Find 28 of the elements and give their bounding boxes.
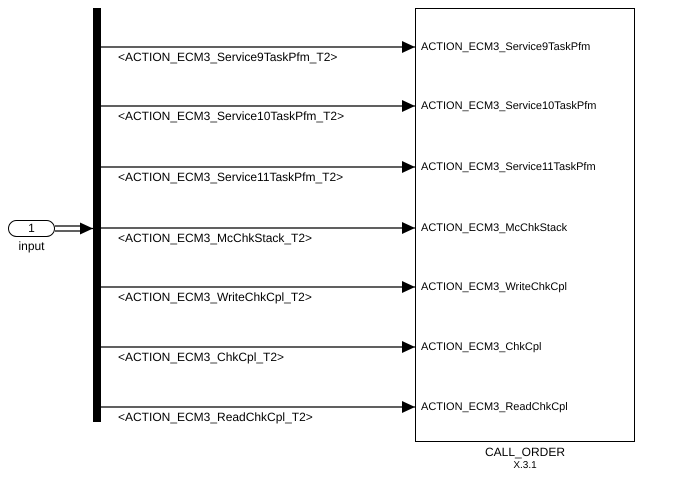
- subsystem-block: [415, 8, 635, 442]
- block-name: CALL_ORDER: [484, 446, 566, 459]
- signal-label: <ACTION_ECM3_McChkStack_T2>: [118, 231, 312, 245]
- signal-arrow: [101, 341, 415, 353]
- signal-label: <ACTION_ECM3_Service11TaskPfm_T2>: [118, 170, 344, 184]
- inport-terminal: 1: [8, 220, 55, 237]
- port-label: ACTION_ECM3_Service9TaskPfm: [421, 41, 590, 54]
- bus-selector-bar: [93, 8, 101, 422]
- signal-arrow: [101, 222, 415, 234]
- signal-label: <ACTION_ECM3_Service10TaskPfm_T2>: [118, 109, 344, 123]
- signal-arrow: [101, 281, 415, 293]
- signal-arrow: [101, 161, 415, 173]
- port-name: input: [18, 240, 45, 253]
- port-label: ACTION_ECM3_McChkStack: [421, 222, 568, 235]
- signal-label: <ACTION_ECM3_Service9TaskPfm_T2>: [118, 50, 338, 64]
- signal-arrow: [101, 100, 415, 112]
- signal-arrow: [101, 41, 415, 53]
- block-tag: X.3.1: [513, 459, 537, 472]
- port-label: ACTION_ECM3_Service10TaskPfm: [421, 100, 596, 113]
- port-label: ACTION_ECM3_WriteChkCpl: [421, 281, 567, 294]
- port-label: ACTION_ECM3_Service11TaskPfm: [421, 161, 596, 174]
- port-label: ACTION_ECM3_ReadChkCpl: [421, 401, 568, 414]
- signal-arrow: [101, 401, 415, 413]
- port-label: ACTION_ECM3_ChkCpl: [421, 341, 542, 354]
- signal-label: <ACTION_ECM3_ReadChkCpl_T2>: [118, 410, 313, 424]
- signal-label: <ACTION_ECM3_WriteChkCpl_T2>: [118, 290, 312, 304]
- signal-label: <ACTION_ECM3_ChkCpl_T2>: [118, 350, 284, 364]
- bus-arrow: [54, 222, 94, 234]
